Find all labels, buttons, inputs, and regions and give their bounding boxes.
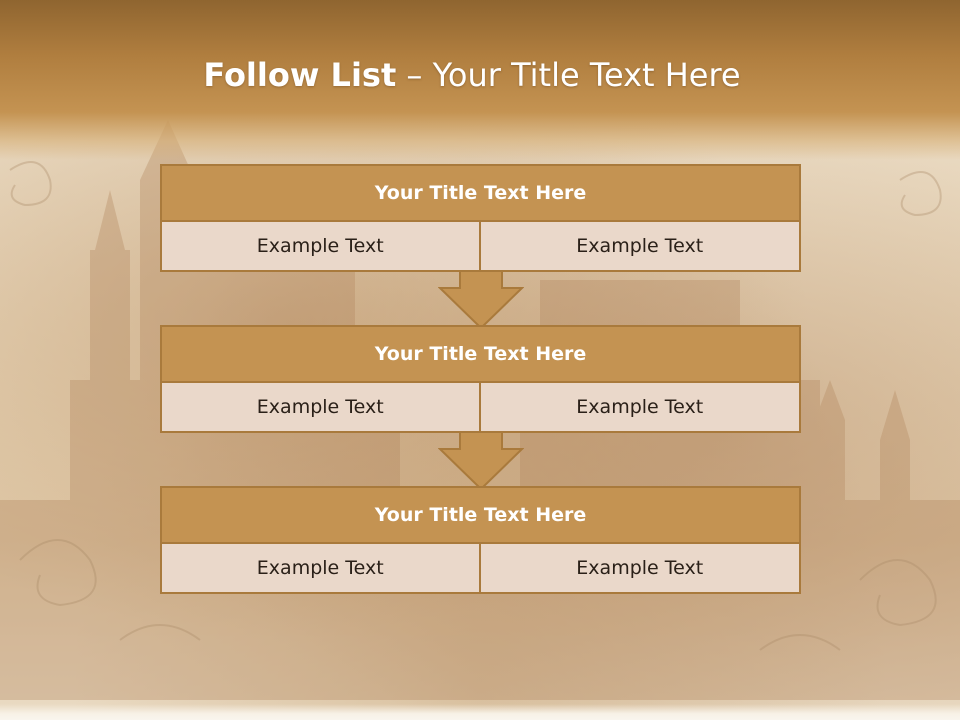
flow-block-1: Your Title Text Here Example Text Exampl… bbox=[160, 164, 801, 272]
flow-block-3: Your Title Text Here Example Text Exampl… bbox=[160, 486, 801, 594]
block-cell-right: Example Text bbox=[480, 544, 801, 594]
header-band bbox=[0, 0, 960, 160]
block-cell-left: Example Text bbox=[160, 222, 481, 272]
slide-title-rest: – Your Title Text Here bbox=[396, 56, 741, 94]
block-cell-left: Example Text bbox=[160, 383, 481, 433]
slide-title: Follow List – Your Title Text Here bbox=[0, 56, 944, 94]
block-title: Your Title Text Here bbox=[160, 164, 801, 222]
down-arrow-icon bbox=[438, 270, 524, 330]
slide-title-bold: Follow List bbox=[203, 56, 397, 94]
block-title: Your Title Text Here bbox=[160, 486, 801, 544]
down-arrow-icon bbox=[438, 431, 524, 491]
flow-block-2: Your Title Text Here Example Text Exampl… bbox=[160, 325, 801, 433]
block-cell-left: Example Text bbox=[160, 544, 481, 594]
block-title: Your Title Text Here bbox=[160, 325, 801, 383]
block-cell-right: Example Text bbox=[480, 383, 801, 433]
bottom-strip bbox=[0, 704, 960, 720]
block-cell-right: Example Text bbox=[480, 222, 801, 272]
